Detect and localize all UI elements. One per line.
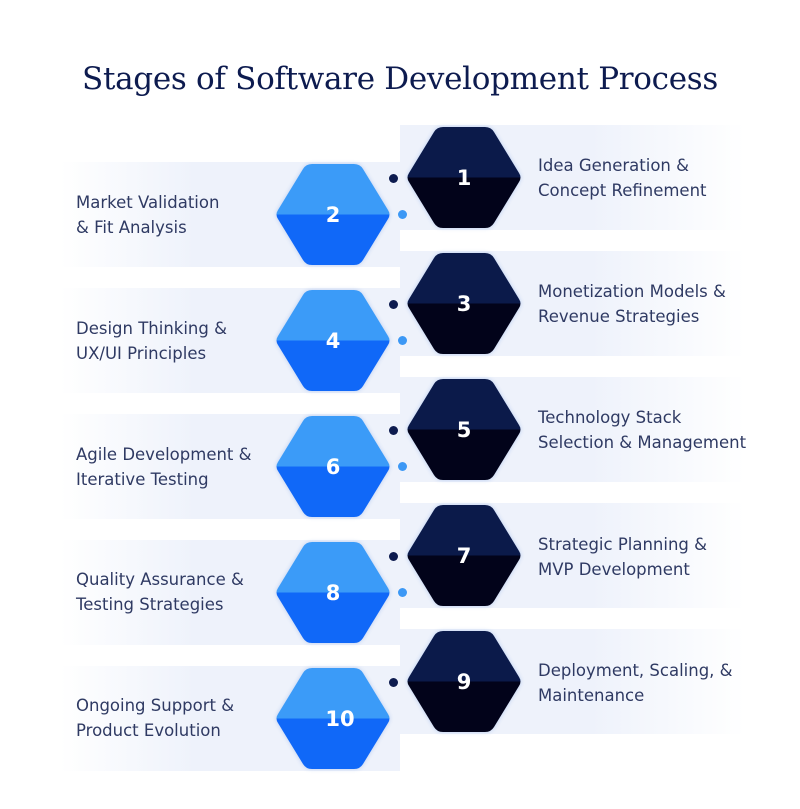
- stage-9-hexagon: 9: [405, 629, 523, 734]
- stage-5-number: 5: [456, 417, 472, 442]
- stage-8-label-line1: Quality Assurance &: [76, 570, 244, 589]
- stage-6-hexagon: 6: [274, 414, 392, 519]
- stage-8-label: Quality Assurance & Testing Strategies: [76, 567, 244, 617]
- stage-3-number: 3: [456, 291, 472, 316]
- stage-6-label-line2: Iterative Testing: [76, 470, 209, 489]
- connector-dot-icon: [389, 426, 398, 435]
- stage-10-hexagon: 10: [274, 666, 392, 771]
- connector-dot-icon: [389, 678, 398, 687]
- stage-8-number: 8: [325, 580, 341, 605]
- stage-7-label-line1: Strategic Planning &: [538, 535, 708, 554]
- stage-6-label: Agile Development & Iterative Testing: [76, 442, 252, 492]
- stage-9-number: 9: [456, 669, 472, 694]
- stage-7-label: Strategic Planning & MVP Development: [538, 532, 707, 582]
- connector-dot-icon: [389, 552, 398, 561]
- stage-4-number: 4: [325, 328, 341, 353]
- stage-1-number: 1: [456, 165, 472, 190]
- stage-1-label-line1: Idea Generation &: [538, 156, 690, 175]
- connector-dot-icon: [398, 210, 407, 219]
- stage-3-label-line1: Monetization Models &: [538, 282, 726, 301]
- stage-9-label-line2: Maintenance: [538, 686, 645, 705]
- stage-10-label-line2: Product Evolution: [76, 721, 221, 740]
- stage-5-label-line2: Selection & Management: [538, 433, 747, 452]
- stage-5-label-line1: Technology Stack: [538, 408, 682, 427]
- stage-1-label-line2: Concept Refinement: [538, 181, 707, 200]
- stage-4-hexagon: 4: [274, 288, 392, 393]
- stage-10-label-line1: Ongoing Support &: [76, 696, 235, 715]
- page-title: Stages of Software Development Process: [82, 60, 718, 97]
- stage-6-number: 6: [325, 454, 341, 479]
- stage-4-label-line1: Design Thinking &: [76, 319, 227, 338]
- stage-8-hexagon: 8: [274, 540, 392, 645]
- stage-5-label: Technology Stack Selection & Management: [538, 405, 746, 455]
- stage-7-label-line2: MVP Development: [538, 560, 690, 579]
- stage-8-label-line2: Testing Strategies: [76, 595, 224, 614]
- stage-7-hexagon: 7: [405, 503, 523, 608]
- stage-4-label-line2: UX/UI Principles: [76, 344, 207, 363]
- stage-1-label: Idea Generation & Concept Refinement: [538, 153, 707, 203]
- stage-3-hexagon: 3: [405, 251, 523, 356]
- stage-2-label-line1: Market Validation: [76, 193, 220, 212]
- stage-5-hexagon: 5: [405, 377, 523, 482]
- connector-dot-icon: [398, 588, 407, 597]
- connector-dot-icon: [389, 174, 398, 183]
- stage-3-label-line2: Revenue Strategies: [538, 307, 700, 326]
- connector-dot-icon: [389, 300, 398, 309]
- stage-9-label-line1: Deployment, Scaling, &: [538, 661, 733, 680]
- connector-dot-icon: [398, 336, 407, 345]
- stage-7-number: 7: [456, 543, 472, 568]
- stage-2-hexagon: 2: [274, 162, 392, 267]
- stage-9-label: Deployment, Scaling, & Maintenance: [538, 658, 733, 708]
- stage-2-label-line2: & Fit Analysis: [76, 218, 187, 237]
- stage-4-label: Design Thinking & UX/UI Principles: [76, 316, 227, 366]
- stage-10-label: Ongoing Support & Product Evolution: [76, 693, 234, 743]
- stage-10-number: 10: [325, 706, 355, 731]
- stage-2-number: 2: [325, 202, 341, 227]
- stage-2-label: Market Validation & Fit Analysis: [76, 190, 219, 240]
- stage-6-label-line1: Agile Development &: [76, 445, 252, 464]
- stage-1-hexagon: 1: [405, 125, 523, 230]
- connector-dot-icon: [398, 462, 407, 471]
- stage-3-label: Monetization Models & Revenue Strategies: [538, 279, 726, 329]
